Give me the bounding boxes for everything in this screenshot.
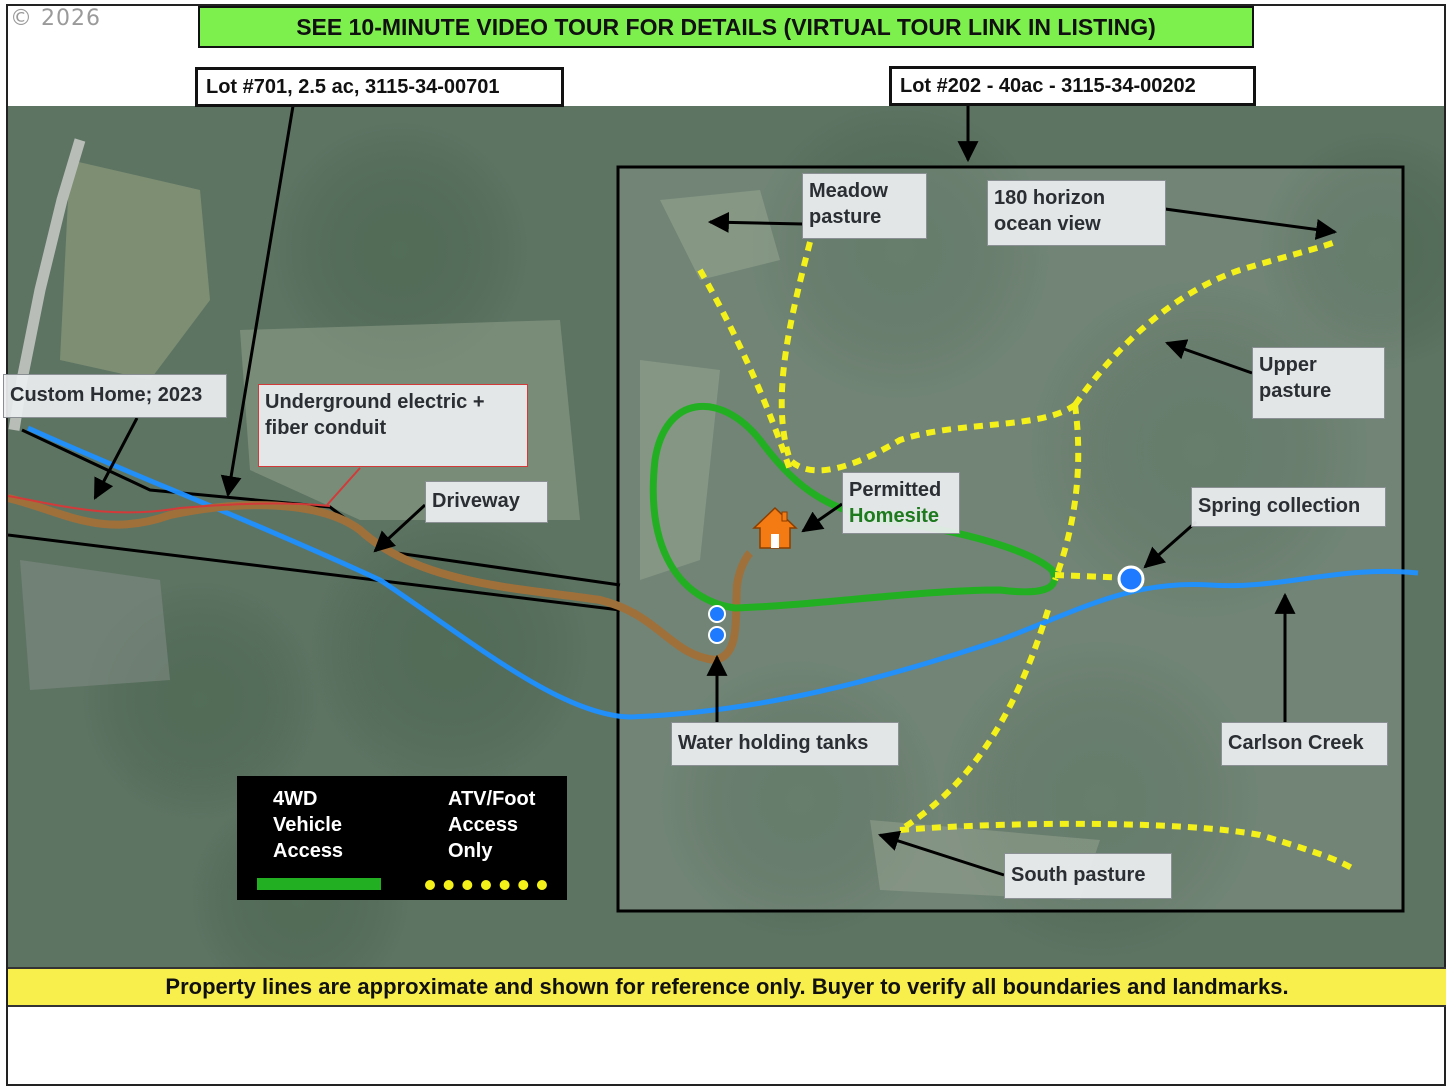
- legend-vehicle-line1: 4WD: [273, 788, 318, 810]
- arrow-icon: [707, 211, 804, 233]
- carlson-creek-label: Carlson Creek: [1221, 722, 1388, 766]
- driveway-label: Driveway: [425, 481, 548, 523]
- legend-atv-swatch: [425, 880, 547, 890]
- arrow-icon: [1143, 520, 1197, 569]
- arrow-icon: [801, 502, 843, 533]
- meadow-pasture-line1: Meadow: [809, 180, 888, 202]
- conduit-label: Underground electric + fiber conduit: [258, 384, 528, 467]
- conduit-line: [8, 495, 331, 514]
- meadow-pasture-label: Meadow pasture: [802, 173, 927, 239]
- south-pasture-label: South pasture: [1004, 853, 1172, 899]
- legend-vehicle: 4WD Vehicle Access: [273, 786, 343, 864]
- conduit-line2: fiber conduit: [265, 417, 387, 439]
- map-legend: 4WD Vehicle Access ATV/Foot Access Only: [237, 776, 567, 900]
- legend-atv-line3: Only: [448, 840, 493, 862]
- upper-pasture-label: Upper pasture: [1252, 347, 1385, 419]
- arrow-icon: [1165, 339, 1253, 375]
- arrow-icon: [373, 503, 427, 553]
- video-tour-banner: SEE 10-MINUTE VIDEO TOUR FOR DETAILS (VI…: [198, 6, 1254, 48]
- arrow-icon: [326, 467, 361, 506]
- water-tank-marker: [708, 626, 726, 644]
- lot-701-label: Lot #701, 2.5 ac, 3115-34-00701: [195, 67, 564, 107]
- arrow-icon: [1164, 207, 1338, 240]
- water-tanks-label: Water holding tanks: [671, 722, 899, 766]
- legend-vehicle-swatch: [257, 878, 381, 890]
- water-tank-marker: [708, 605, 726, 623]
- ocean-view-line2: ocean view: [994, 213, 1101, 235]
- legend-atv-line1: ATV/Foot: [448, 788, 536, 810]
- ocean-view-label: 180 horizon ocean view: [987, 180, 1166, 246]
- meadow-pasture-line2: pasture: [809, 206, 882, 228]
- spring-marker: [1117, 565, 1145, 593]
- custom-home-label: Custom Home; 2023: [3, 374, 227, 418]
- spring-collection-label: Spring collection: [1191, 487, 1386, 527]
- legend-vehicle-line3: Access: [273, 840, 344, 862]
- legend-atv: ATV/Foot Access Only: [448, 786, 535, 864]
- lot-202-boundary: [616, 165, 1405, 913]
- arrow-icon: [878, 830, 1005, 877]
- homesite-line2: Homesite: [849, 505, 940, 527]
- lot-701-boundary: [8, 428, 621, 612]
- driveway-line: [8, 494, 753, 665]
- house-icon: [752, 506, 798, 549]
- legend-vehicle-line2: Vehicle: [273, 814, 342, 836]
- upper-pasture-line2: pasture: [1259, 380, 1332, 402]
- ocean-view-line1: 180 horizon: [994, 187, 1106, 209]
- lot-202-label: Lot #202 - 40ac - 3115-34-00202: [889, 66, 1256, 106]
- carlson-creek-line: [26, 425, 1419, 720]
- atv-trails: [697, 239, 1357, 873]
- arrow-icon: [93, 417, 139, 500]
- legend-atv-line2: Access: [448, 814, 519, 836]
- arrows: [93, 106, 1338, 877]
- conduit-line1: Underground electric +: [265, 391, 485, 413]
- page-border: [6, 4, 1446, 1086]
- homesite-line1: Permitted: [849, 479, 942, 501]
- aerial-map: [8, 106, 1446, 968]
- copyright-text: © 2026: [10, 6, 101, 31]
- upper-pasture-line1: Upper: [1259, 354, 1317, 376]
- arrow-icon: [220, 106, 295, 498]
- disclaimer-footer: Property lines are approximate and shown…: [8, 967, 1446, 1007]
- homesite-label: Permitted Homesite: [842, 472, 960, 534]
